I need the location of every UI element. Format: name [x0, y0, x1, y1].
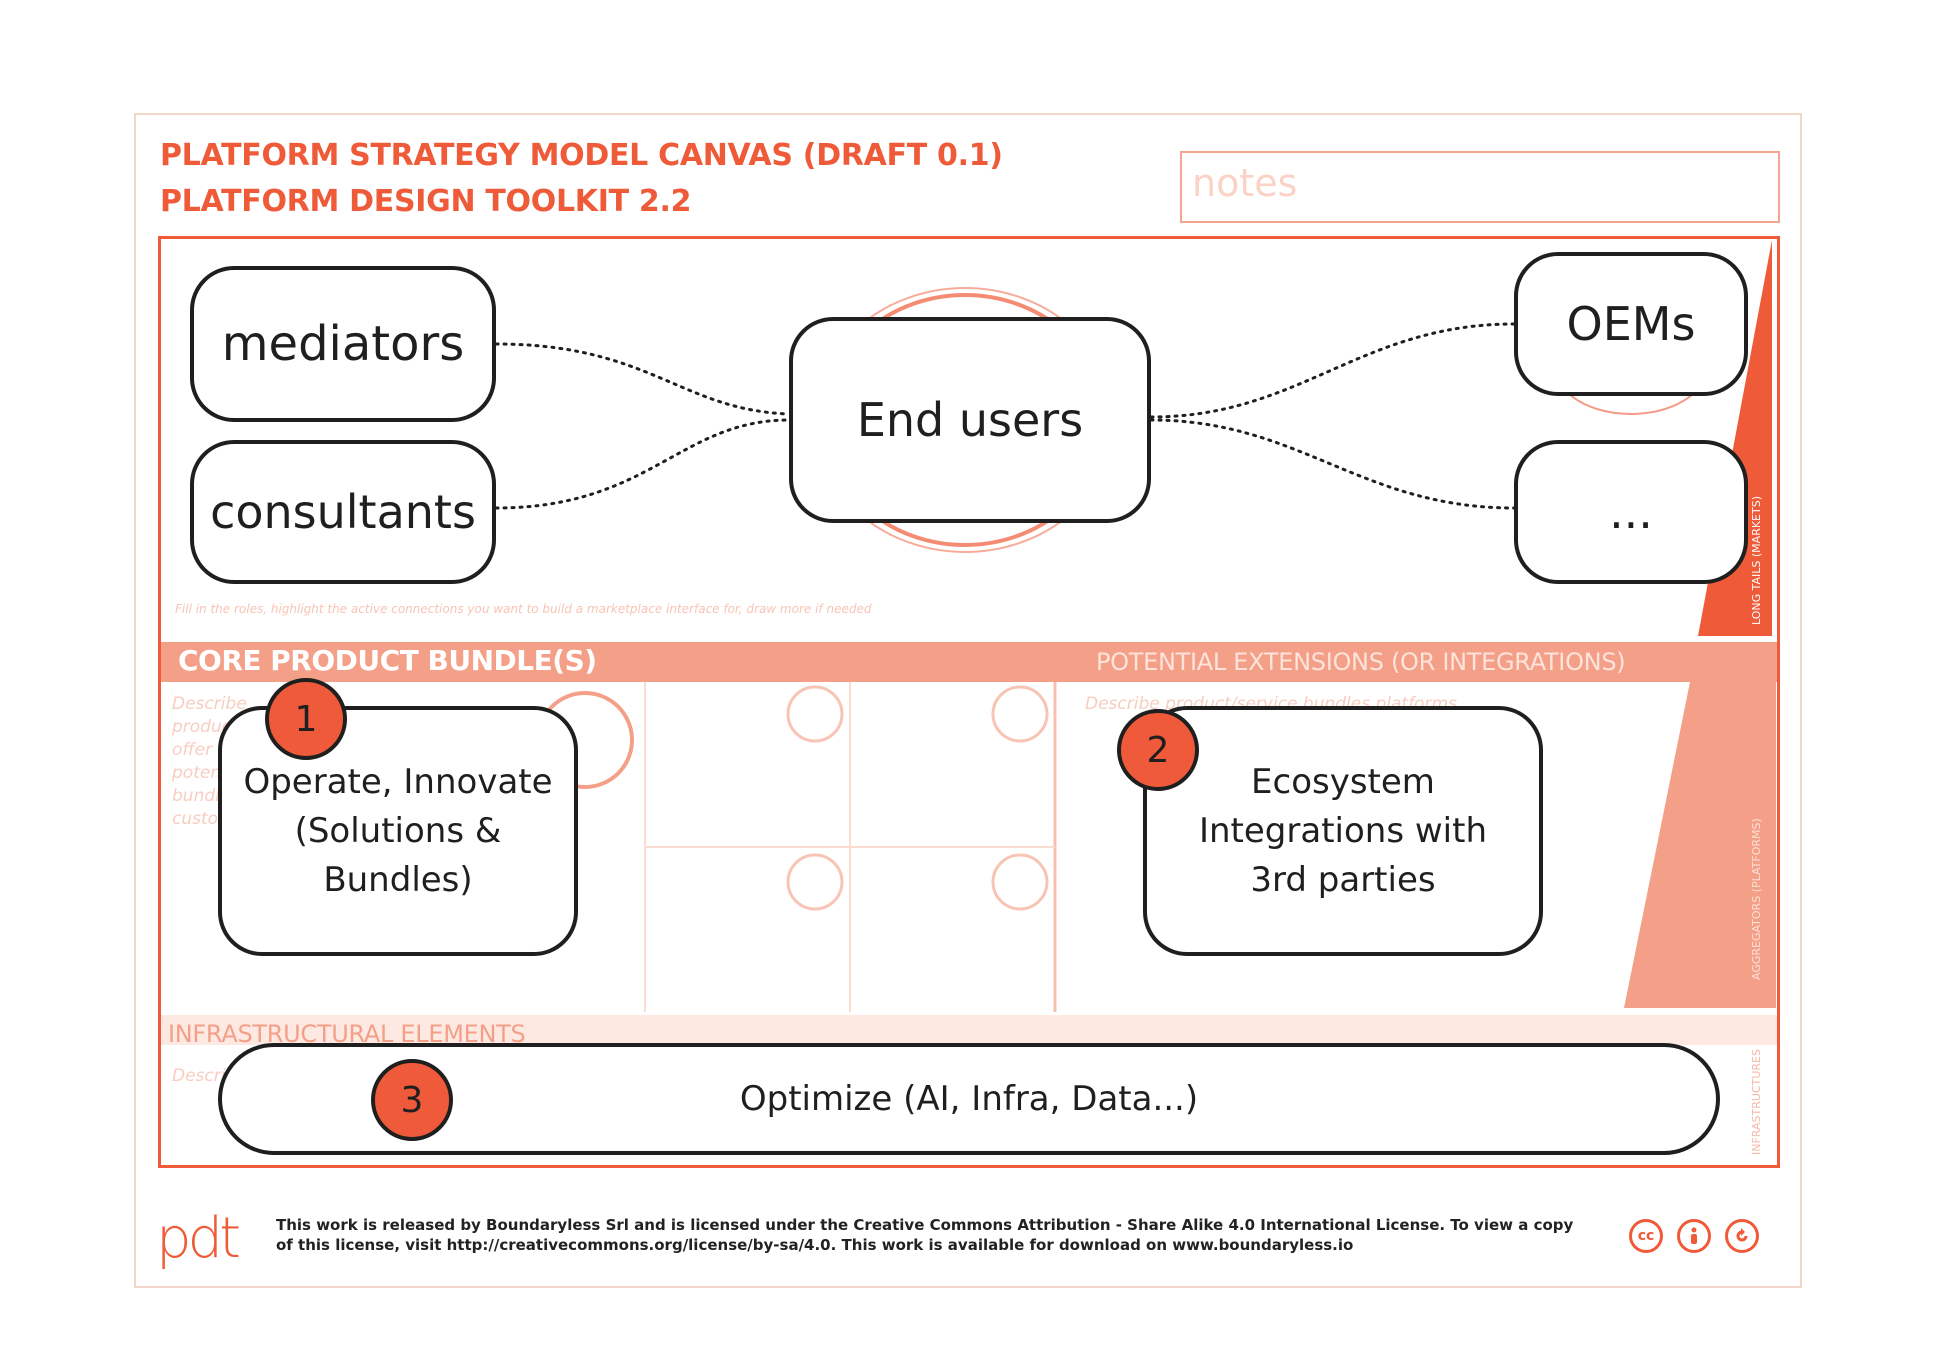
node-end-users[interactable]: End users: [789, 317, 1151, 523]
node-label: Ecosystem Integrations with 3rd parties: [1198, 761, 1487, 900]
cc-icon: cc: [1629, 1219, 1663, 1253]
page-title: PLATFORM STRATEGY MODEL CANVAS (DRAFT 0.…: [160, 138, 1003, 173]
core-band: [161, 642, 1777, 682]
node-ecosystem-integrations[interactable]: Ecosystem Integrations with 3rd parties: [1143, 706, 1543, 956]
pdt-logo: pdt: [156, 1206, 241, 1271]
node-more[interactable]: ...: [1514, 440, 1748, 584]
by-icon: [1677, 1219, 1711, 1253]
sa-icon: [1725, 1219, 1759, 1253]
infra-band: [161, 1015, 1777, 1045]
side-label-markets: LONG TAILS (MARKETS): [1750, 496, 1763, 625]
license-text: This work is released by Boundaryless Sr…: [276, 1216, 1574, 1254]
node-operate-innovate[interactable]: Operate, Innovate (Solutions & Bundles): [218, 706, 578, 956]
extensions-band-label: POTENTIAL EXTENSIONS (OR INTEGRATIONS): [1096, 648, 1626, 676]
side-label-infra: INFRASTRUCTURES: [1750, 1049, 1763, 1155]
node-label: consultants: [210, 485, 476, 539]
side-label-aggregators: AGGREGATORS (PLATFORMS): [1750, 818, 1763, 980]
step-badge-3: 3: [371, 1059, 453, 1141]
node-consultants[interactable]: consultants: [190, 440, 496, 584]
node-label: ...: [1609, 485, 1653, 539]
canvas-hint: Fill in the roles, highlight the active …: [175, 602, 872, 616]
step-badge-2: 2: [1117, 709, 1199, 791]
node-optimize[interactable]: Optimize (AI, Infra, Data...): [218, 1043, 1720, 1155]
node-oems[interactable]: OEMs: [1514, 252, 1748, 396]
node-label: mediators: [221, 316, 465, 372]
page-subtitle: PLATFORM DESIGN TOOLKIT 2.2: [160, 184, 692, 219]
core-band-label: CORE PRODUCT BUNDLE(S): [178, 644, 597, 677]
node-label: Operate, Innovate (Solutions & Bundles): [243, 761, 553, 900]
step-badge-1: 1: [265, 678, 347, 760]
node-mediators[interactable]: mediators: [190, 266, 496, 422]
node-label: Optimize (AI, Infra, Data...): [739, 1079, 1199, 1119]
node-label: End users: [856, 393, 1084, 447]
node-label: OEMs: [1566, 297, 1696, 351]
notes-field[interactable]: notes: [1180, 151, 1780, 223]
